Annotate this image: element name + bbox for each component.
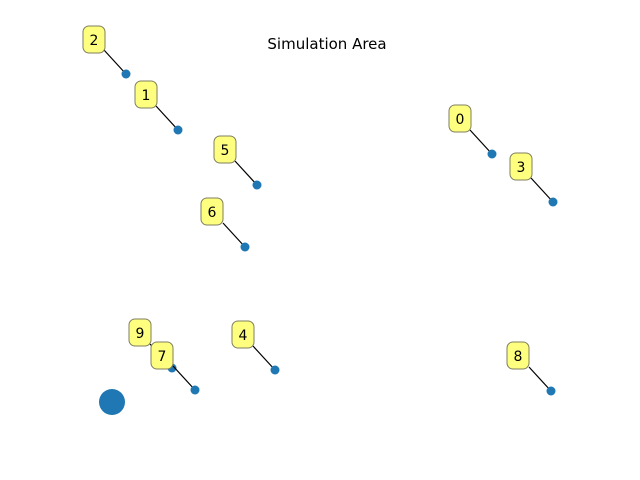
node-8-label-box [506,341,530,370]
node-7-leader [172,365,196,391]
node-8: 8 [506,341,556,396]
node-4-marker [270,365,280,375]
node-8-label: 8 [514,349,523,365]
node-0: 0 [448,104,497,159]
node-6-label-box [200,197,224,226]
node-1-leader [155,105,179,131]
node-1: 1 [134,80,183,135]
node-8-leader [528,366,552,392]
node-0-leader [469,129,493,155]
sink-node [99,389,125,415]
node-4-label: 4 [239,328,248,344]
node-7-label-box [150,341,174,370]
node-0-label-box [448,104,472,133]
node-6-leader [222,222,246,248]
node-2: 2 [82,25,131,79]
node-3-label: 3 [517,160,526,176]
node-0-marker [487,149,497,159]
node-6-label: 6 [208,205,217,221]
node-5-marker [252,180,262,190]
plot-title: Simulation Area [267,35,386,53]
node-5-leader [234,160,258,186]
node-2-label-box [82,25,106,54]
node-2-leader [103,49,127,75]
node-5: 5 [213,135,262,190]
node-1-label-box [134,80,158,109]
node-9-label: 9 [136,326,145,342]
node-5-label: 5 [221,143,230,159]
node-3: 3 [509,152,558,207]
node-5-label-box [213,135,237,164]
node-7: 7 [150,341,200,395]
node-6-marker [240,242,250,252]
node-4-label-box [231,320,255,349]
node-0-label: 0 [456,112,465,128]
node-3-marker [548,197,558,207]
node-7-marker [190,385,200,395]
node-7-label: 7 [158,349,167,365]
node-6: 6 [200,197,250,252]
node-1-marker [173,125,183,135]
node-3-leader [530,177,554,203]
node-2-marker [121,69,131,79]
node-3-label-box [509,152,533,181]
node-2-label: 2 [90,33,99,49]
node-4-leader [252,345,276,371]
node-8-marker [546,386,556,396]
node-4: 4 [231,320,280,375]
node-9-label-box [128,318,152,347]
node-1-label: 1 [142,88,151,104]
